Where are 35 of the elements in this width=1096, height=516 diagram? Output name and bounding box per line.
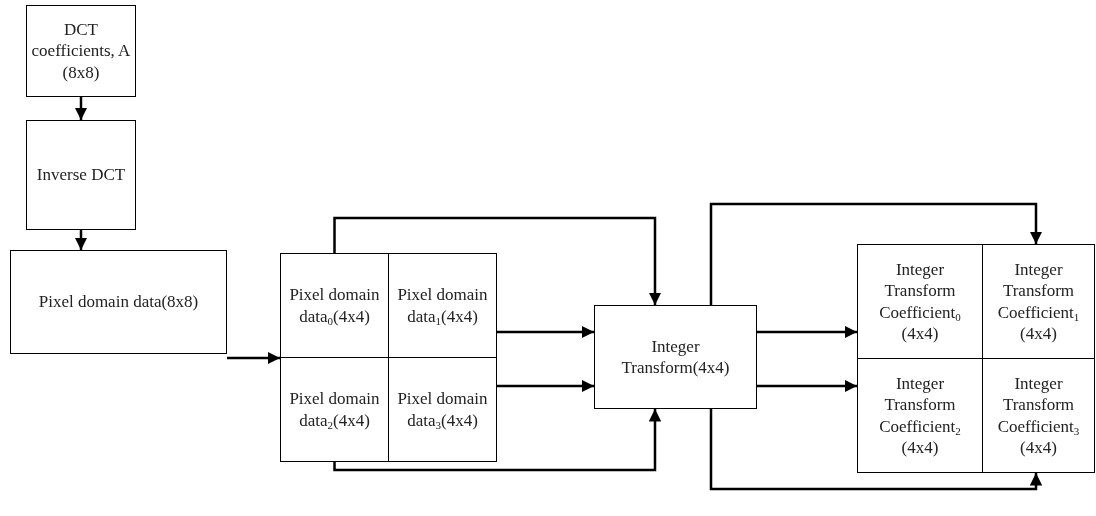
arrow (497, 379, 594, 393)
data-box (26, 5, 136, 97)
data-box (280, 253, 389, 358)
data-box (857, 358, 983, 473)
node-label: Pixel domain data$_{1}$(4x4) (396, 284, 489, 327)
node-label: Pixel domain data(8x8) (37, 291, 200, 313)
arrow (709, 202, 1043, 305)
arrow (333, 216, 662, 305)
data-box (982, 244, 1095, 359)
data-box (10, 250, 227, 354)
process-box (594, 305, 757, 409)
node-label: Pixel domain data$_{3}$(4x4) (396, 388, 489, 431)
data-box (388, 253, 497, 358)
arrow (757, 325, 857, 339)
node-label: Pixel domain data$_{2}$(4x4) (288, 388, 381, 431)
data-box (388, 357, 497, 462)
node-label: Integer Transform Coefficient$_{1}$ (4x4) (996, 259, 1081, 344)
arrow (74, 230, 88, 250)
arrow (757, 379, 857, 393)
arrow (497, 325, 594, 339)
data-box (26, 120, 136, 230)
arrow (709, 409, 1043, 491)
arrow (227, 351, 280, 365)
node-label: Integer Transform Coefficient$_{3}$ (4x4) (996, 373, 1081, 458)
node-label: Integer Transform Coefficient$_{2}$ (4x4) (878, 373, 962, 458)
data-box (982, 358, 1095, 473)
data-box (280, 357, 389, 462)
node-label: Integer Transform(4x4) (620, 335, 731, 379)
node-label: Pixel domain data$_{0}$(4x4) (288, 284, 381, 327)
arrow (74, 97, 88, 120)
node-label: DCT coefficients, A (8x8) (30, 19, 132, 83)
node-label: Inverse DCT (35, 164, 127, 186)
node-label: Integer Transform Coefficient$_{0}$ (4x4) (878, 259, 962, 344)
data-box (857, 244, 983, 359)
arrow (333, 409, 662, 472)
